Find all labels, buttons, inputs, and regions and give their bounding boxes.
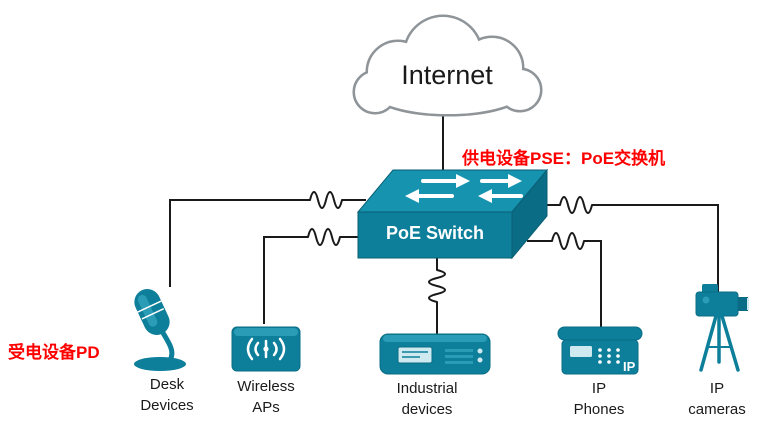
coil-symbol	[307, 228, 341, 246]
link-switch-phone	[527, 240, 602, 330]
link-switch-camera	[547, 204, 719, 292]
internet-cloud-icon	[352, 14, 543, 117]
switch-front-face	[357, 211, 513, 259]
link-switch-ap	[263, 236, 360, 324]
internet-label: Internet	[401, 60, 493, 90]
device-label-ip-phones: IP Phones	[573, 380, 625, 418]
link-switch-desk	[169, 199, 366, 287]
desk-device-mic-icon	[134, 289, 186, 371]
pd-annotation: 受电设备PD	[8, 343, 100, 362]
industrial-device-icon	[379, 333, 491, 375]
coil-symbol	[309, 191, 343, 209]
wireless-ap-icon	[231, 326, 301, 372]
switch-arrows-icon	[405, 174, 523, 203]
ip-camera-icon	[695, 284, 749, 372]
device-label-wireless-aps: Wireless APs	[237, 378, 295, 416]
coil-symbol	[428, 269, 446, 303]
coil-symbol	[551, 232, 585, 250]
powered-link-coils	[307, 191, 593, 303]
poe-switch-label: PoE Switch	[385, 223, 484, 243]
ip-phone-icon: IP	[557, 326, 643, 375]
device-label-industrial-devices: Industrial devices	[396, 380, 458, 418]
device-label-ip-cameras: IP cameras	[688, 380, 746, 418]
device-label-desk-devices: Desk Devices	[140, 376, 194, 414]
ip-phone-badge: IP	[623, 359, 636, 374]
coil-symbol	[559, 196, 593, 214]
pse-annotation: 供电设备PSE：PoE交换机	[462, 149, 666, 168]
poe-switch-icon	[356, 168, 549, 260]
